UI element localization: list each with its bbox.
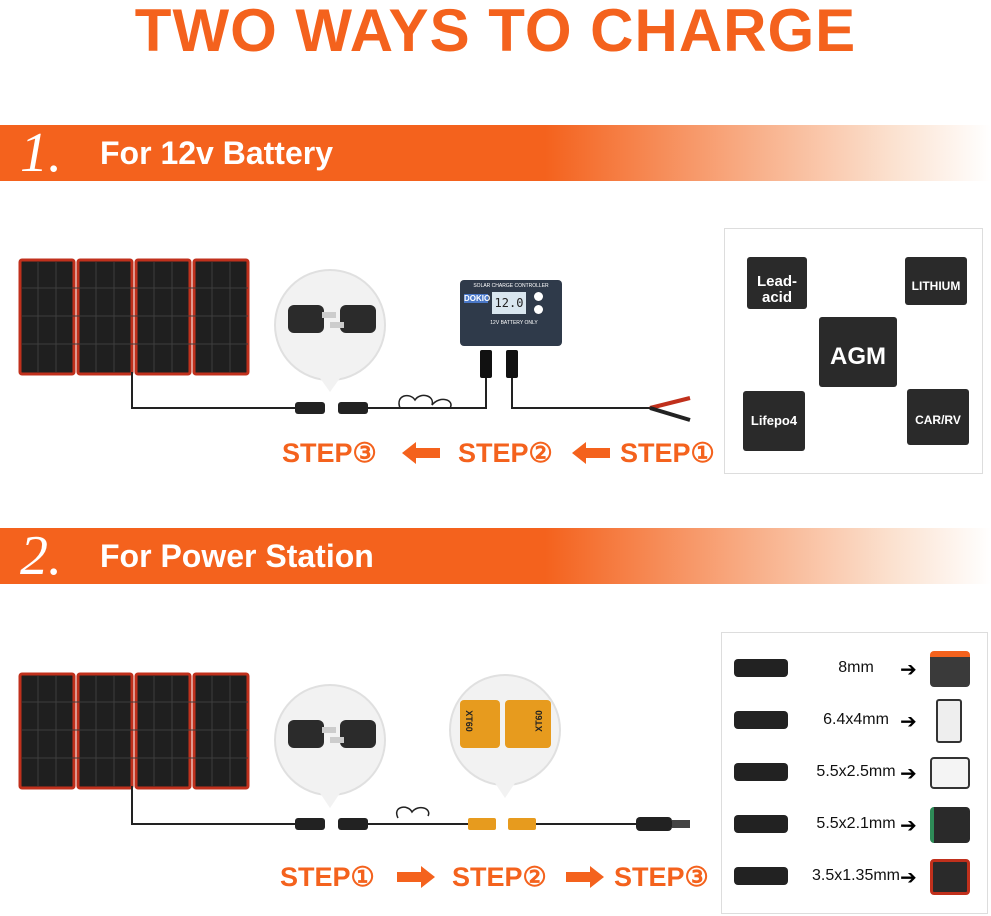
dc-plug-icon bbox=[734, 867, 788, 885]
power-station-icon bbox=[930, 807, 970, 843]
power-station-icon bbox=[930, 757, 970, 789]
arrow-right-icon: ➔ bbox=[900, 711, 917, 733]
charge-controller: SOLAR CHARGE CONTROLLER DOKIO 12.0 12V B… bbox=[460, 280, 562, 346]
controller-button[interactable] bbox=[534, 292, 543, 301]
controller-display: 12.0 bbox=[492, 292, 526, 314]
arrow-right-icon: ➔ bbox=[900, 659, 917, 681]
dc-plug-icon bbox=[734, 659, 788, 677]
dc-plug-icon bbox=[734, 711, 788, 729]
connector-spec: 8mm bbox=[838, 659, 874, 676]
connector-row: 5.5x2.5mm ➔ bbox=[722, 747, 991, 797]
connector-row: 6.4x4mm ➔ bbox=[722, 695, 991, 745]
section1-step-3: STEP③ bbox=[282, 438, 377, 468]
section1-step-1: STEP① bbox=[620, 438, 715, 468]
battery-label: acid bbox=[761, 289, 792, 306]
solar-panel-2 bbox=[18, 672, 250, 790]
dc-plug-icon bbox=[734, 763, 788, 781]
arrow-left-icon bbox=[402, 442, 440, 464]
battery-car-rv: CAR/RV bbox=[907, 389, 969, 445]
connector-spec: 5.5x2.5mm bbox=[816, 763, 896, 780]
solar-panel-1 bbox=[18, 258, 250, 376]
connector-row: 3.5x1.35mm ➔ bbox=[722, 851, 991, 901]
connector-row: 5.5x2.1mm ➔ bbox=[722, 799, 991, 849]
arrow-right-icon bbox=[397, 866, 435, 888]
battery-label: LITHIUM bbox=[911, 279, 961, 293]
page-title: TWO WAYS TO CHARGE bbox=[134, 0, 857, 64]
section1-step-2: STEP② bbox=[458, 438, 553, 468]
section2-banner: 2. For Power Station bbox=[0, 525, 991, 587]
connector-spec: 6.4x4mm bbox=[823, 711, 889, 728]
battery-lead-acid: Lead- acid bbox=[747, 257, 807, 309]
connector-row: 8mm ➔ bbox=[722, 643, 991, 693]
battery-label: AGM bbox=[830, 343, 886, 370]
power-station-icon bbox=[930, 651, 970, 687]
connector-spec: 5.5x2.1mm bbox=[816, 815, 896, 832]
dc-plug-icon bbox=[734, 815, 788, 833]
controller-note: 12V BATTERY ONLY bbox=[490, 320, 538, 326]
controller-brand: DOKIO bbox=[464, 294, 491, 303]
section1-number: 1. bbox=[20, 122, 62, 184]
battery-label: Lead- bbox=[756, 273, 797, 290]
battery-label: CAR/RV bbox=[915, 413, 961, 427]
power-station-icon bbox=[936, 699, 962, 743]
section1-banner: 1. For 12v Battery bbox=[0, 122, 991, 184]
xt60-label-left: XT60 bbox=[463, 710, 474, 732]
connector-spec: 3.5x1.35mm bbox=[811, 867, 901, 884]
cable-diagram-1 bbox=[131, 269, 691, 422]
battery-label: Lifepo4 bbox=[750, 413, 798, 428]
power-station-icon bbox=[930, 859, 970, 895]
section2-step-2: STEP② bbox=[452, 862, 547, 892]
connector-types-box: 8mm ➔ 6.4x4mm ➔ 5.5x2.5mm ➔ 5.5x2.1mm ➔ … bbox=[721, 632, 988, 914]
battery-lifepo4: Lifepo4 bbox=[743, 391, 805, 451]
arrow-left-icon bbox=[572, 442, 610, 464]
arrow-right-icon: ➔ bbox=[900, 763, 917, 785]
xt60-label-right: XT60 bbox=[533, 710, 544, 732]
section2-step-1: STEP① bbox=[280, 862, 375, 892]
controller-button[interactable] bbox=[534, 305, 543, 314]
battery-lithium: LITHIUM bbox=[905, 257, 967, 305]
arrow-right-icon bbox=[566, 866, 604, 888]
arrow-right-icon: ➔ bbox=[900, 867, 917, 889]
section2-number: 2. bbox=[20, 525, 62, 587]
arrow-right-icon: ➔ bbox=[900, 815, 917, 837]
controller-title: SOLAR CHARGE CONTROLLER bbox=[473, 283, 549, 289]
section2-label: For Power Station bbox=[100, 538, 374, 574]
section2-step-3: STEP③ bbox=[614, 862, 709, 892]
battery-types-box: Lead- acid LITHIUM AGM Lifepo4 CAR/RV bbox=[724, 228, 983, 474]
battery-agm: AGM bbox=[819, 317, 897, 387]
section1-label: For 12v Battery bbox=[100, 135, 333, 171]
